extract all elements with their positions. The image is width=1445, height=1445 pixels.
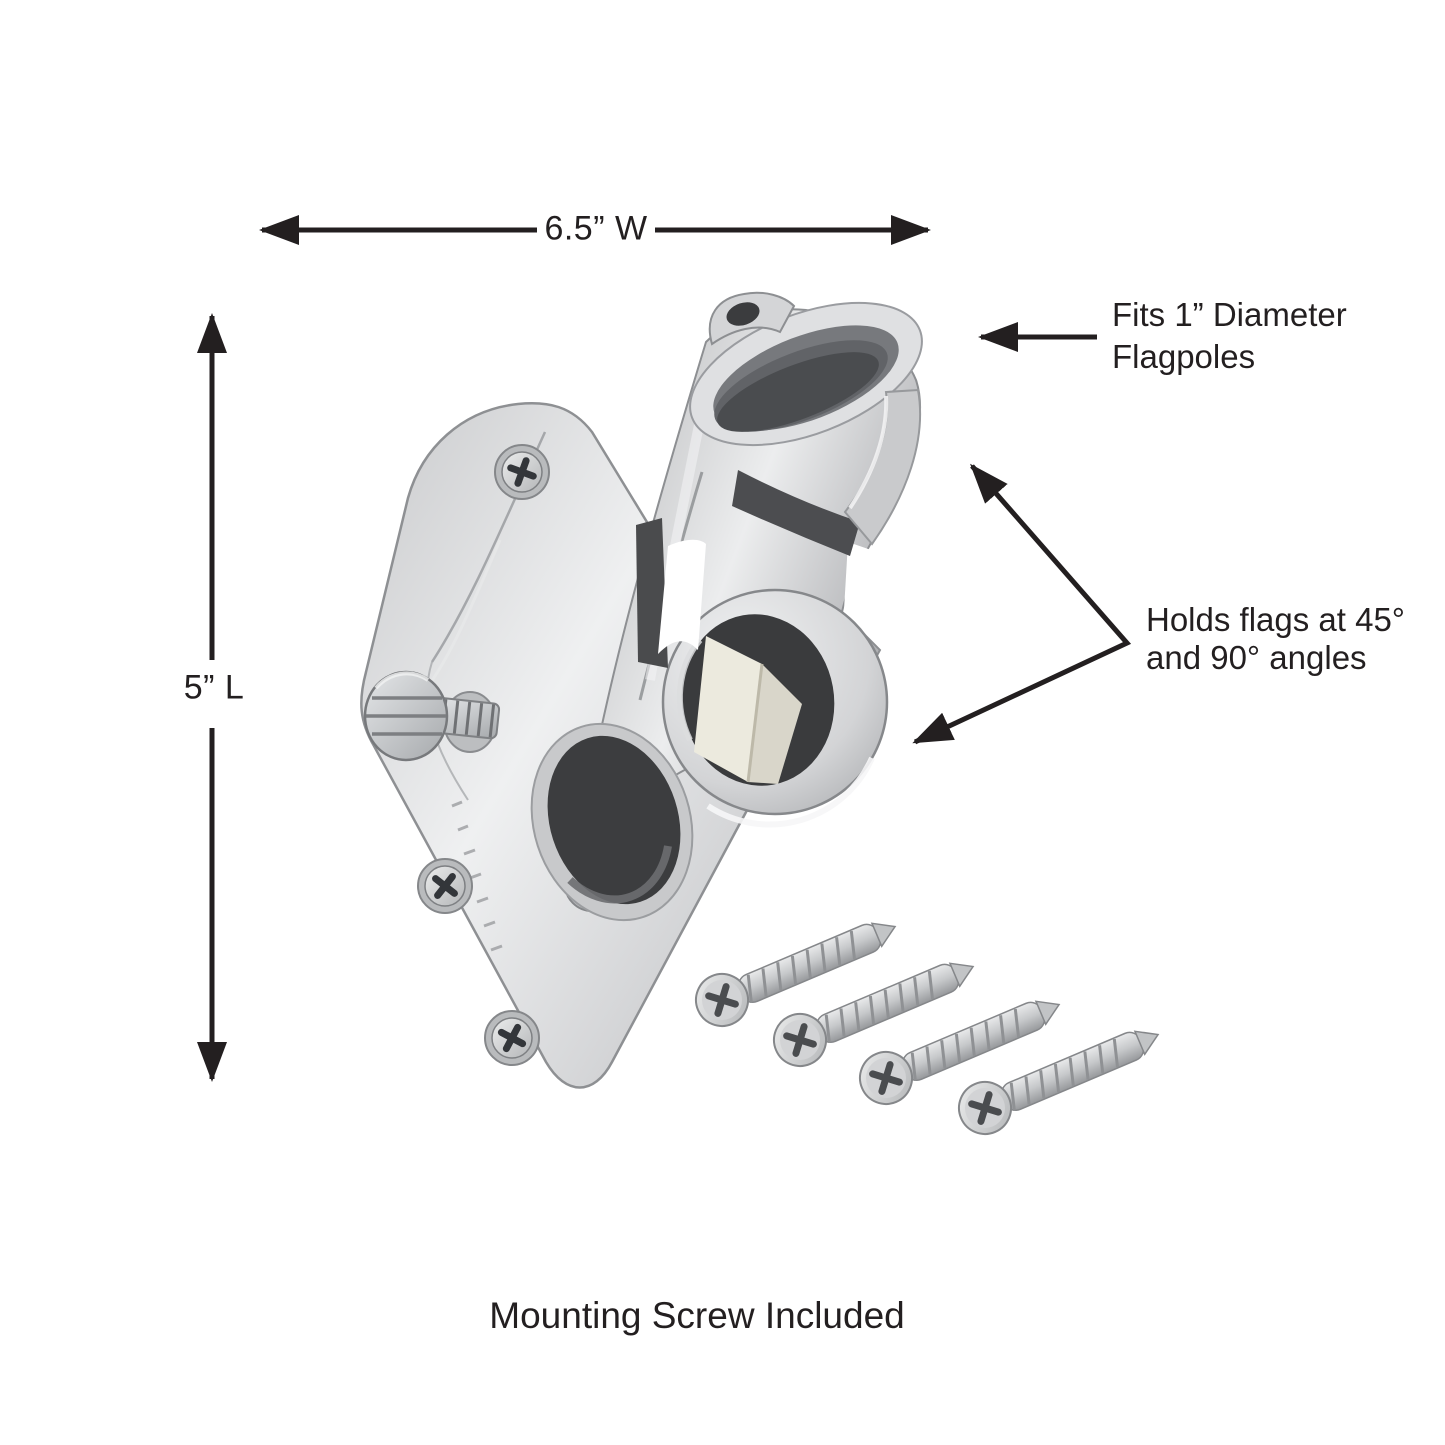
fits-callout-line2: Flagpoles bbox=[1112, 338, 1256, 375]
length-dimension-label: 5” L bbox=[183, 668, 245, 707]
socket-cutouts bbox=[636, 470, 900, 668]
plate-screw bbox=[484, 1010, 540, 1066]
fits-callout: Fits 1” Diameter Flagpoles bbox=[1112, 294, 1347, 378]
plate-screw bbox=[494, 444, 550, 500]
mounting-screws-photo bbox=[695, 922, 1160, 1135]
angles-callout-line1: Holds flags at 45° bbox=[1146, 601, 1406, 638]
angles-callout-line2: and 90° angles bbox=[1146, 639, 1367, 676]
angles-callout: Holds flags at 45° and 90° angles bbox=[1146, 601, 1405, 677]
fits-callout-line1: Fits 1” Diameter bbox=[1112, 296, 1347, 333]
bracket-photo bbox=[360, 291, 923, 1089]
mounting-screw bbox=[773, 962, 975, 1067]
retaining-ring bbox=[661, 588, 889, 828]
caption-text: Mounting Screw Included bbox=[489, 1295, 905, 1336]
mounting-screw bbox=[859, 1000, 1061, 1105]
mounting-screw bbox=[958, 1030, 1160, 1135]
angles-callout-arrows bbox=[912, 463, 1132, 745]
embossed-marking bbox=[451, 800, 503, 952]
thumbscrew bbox=[363, 670, 501, 762]
socket-bottom-opening bbox=[530, 722, 694, 922]
pole-socket-opening bbox=[689, 291, 923, 546]
wall-through-hole bbox=[694, 636, 802, 784]
plate-screw bbox=[417, 858, 473, 914]
width-dimension-label: 6.5” W bbox=[544, 209, 648, 248]
pin-hole bbox=[726, 302, 760, 326]
mounting-screw bbox=[695, 922, 897, 1027]
